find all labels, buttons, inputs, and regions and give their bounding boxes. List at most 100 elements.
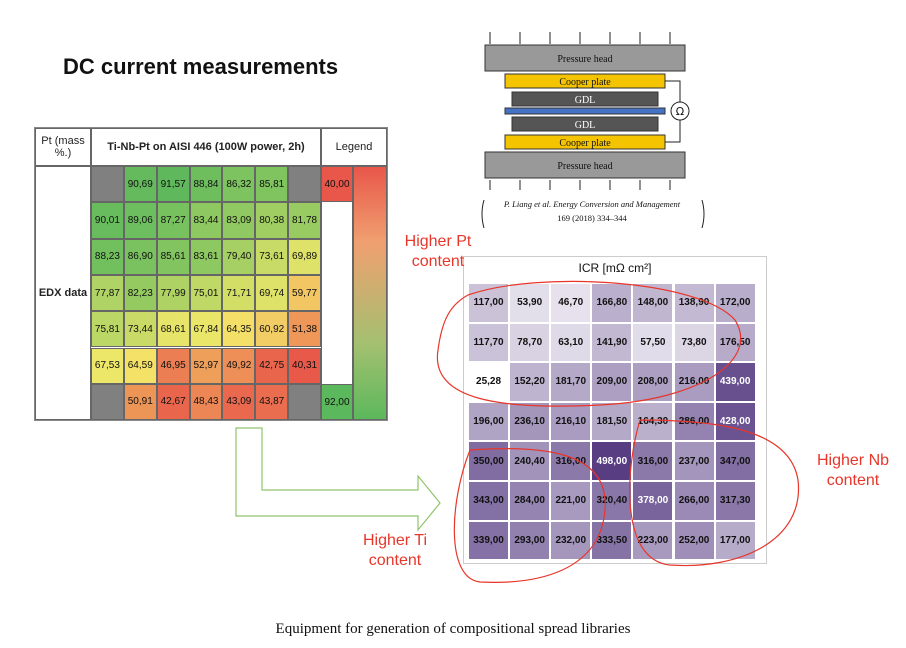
edx-cell: 83,61 [189, 238, 223, 275]
page-title: DC current measurements [63, 54, 339, 79]
green-outline-arrow [235, 427, 441, 532]
icr-cell: 53,90 [509, 283, 551, 323]
icr-cell: 333,50 [591, 520, 633, 561]
bottom-gdl-label: GDL [575, 120, 596, 131]
edx-cell: 69,89 [288, 238, 321, 275]
icr-cell: 240,40 [509, 441, 551, 481]
row-label-edx: EDX data [35, 166, 91, 420]
edx-cell: 42,75 [255, 347, 289, 384]
edx-composition-table: Pt (mass %.) Ti-Nb-Pt on AISI 446 (100W … [34, 127, 388, 421]
bottom-pressure-arrows [489, 180, 671, 190]
edx-cell: 89,06 [123, 202, 157, 239]
legend-gradient [353, 166, 387, 420]
citation-line-1: P. Liang et al. Energy Conversion and Ma… [503, 199, 681, 209]
top-pressure-head [484, 44, 686, 72]
higher-ti-line-2: content [368, 552, 422, 569]
icr-cell: 166,80 [591, 283, 633, 323]
edx-cell [288, 383, 321, 421]
edx-cell: 83,09 [222, 202, 256, 239]
icr-cell: 498,00 [591, 441, 633, 481]
edx-cell: 51,38 [288, 311, 321, 348]
bottom-gdl [511, 116, 659, 132]
bottom-pressure-head [484, 151, 686, 179]
citation-bracket-right [701, 199, 705, 229]
edx-cell: 64,59 [123, 347, 157, 384]
edx-cell: 73,61 [255, 238, 289, 275]
edx-cell: 48,43 [189, 383, 223, 421]
higher-pt-line-1: Higher Pt [404, 233, 472, 250]
edx-cell: 75,01 [189, 274, 223, 312]
icr-cell: 117,70 [468, 322, 510, 363]
edx-cell: 69,74 [255, 274, 289, 312]
edx-cell: 91,57 [156, 166, 190, 203]
edx-cell: 82,23 [123, 274, 157, 312]
edx-cell: 86,32 [222, 166, 256, 203]
top-copper-plate-label: Cooper plate [559, 77, 611, 88]
icr-cell: 320,40 [591, 481, 633, 521]
icr-cell: 347,00 [714, 441, 756, 481]
citation-line-2: 169 (2018) 334–344 [557, 213, 627, 223]
header-pt: Pt (mass %.) [35, 128, 91, 166]
icr-cell: 172,00 [714, 283, 756, 323]
citation-bracket-left [481, 199, 485, 229]
edx-cell: 67,84 [189, 311, 223, 348]
higher-nb-region-outline [629, 419, 800, 567]
edx-cell: 64,35 [222, 311, 256, 348]
icr-cell: 316,00 [632, 441, 674, 481]
icr-cell: 236,10 [509, 401, 551, 442]
edx-cell: 83,44 [189, 202, 223, 239]
edx-cell: 42,67 [156, 383, 190, 421]
edx-cell: 46,95 [156, 347, 190, 384]
edx-cell: 77,99 [156, 274, 190, 312]
legend-low-value: 40,00 [321, 166, 353, 202]
icr-cell: 350,00 [468, 441, 510, 481]
icr-cell: 343,00 [468, 481, 510, 521]
icr-cell: 339,00 [468, 520, 510, 561]
sample-plate [504, 107, 666, 115]
icr-cell: 317,30 [714, 481, 756, 521]
legend-high-value: 92,00 [321, 384, 353, 420]
icr-cell: 237,00 [673, 441, 715, 481]
edx-cell: 52,97 [189, 347, 223, 384]
edx-cell: 85,61 [156, 238, 190, 275]
higher-nb-line-2: content [826, 472, 880, 489]
edx-cell: 43,09 [222, 383, 256, 421]
bottom-pressure-head-label: Pressure head [557, 161, 612, 172]
edx-cell [91, 166, 124, 203]
icr-cell: 223,00 [632, 520, 674, 561]
icr-cell: 232,00 [550, 520, 592, 561]
edx-cell: 79,40 [222, 238, 256, 275]
icr-cell: 63,10 [550, 322, 592, 363]
icr-cell: 439,00 [714, 362, 756, 402]
edx-cell: 85,81 [255, 166, 289, 203]
edx-cell: 59,77 [288, 274, 321, 312]
higher-ti-region-outline [453, 447, 606, 583]
icr-cell: 196,00 [468, 401, 510, 442]
icr-cell: 216,00 [673, 362, 715, 402]
icr-title: ICR [mΩ cm²] [578, 261, 652, 275]
icr-cell: 181,70 [550, 362, 592, 402]
icr-cell: 152,20 [509, 362, 551, 402]
edx-cell: 75,81 [91, 311, 124, 348]
edx-cell: 43,87 [255, 383, 289, 421]
edx-cell: 73,44 [123, 311, 157, 348]
icr-cell: 141,90 [591, 322, 633, 363]
icr-cell: 209,00 [591, 362, 633, 402]
top-pressure-head-label: Pressure head [557, 54, 612, 65]
icr-cell: 221,00 [550, 481, 592, 521]
edx-cell: 86,90 [123, 238, 157, 275]
higher-ti-label: Higher Ti content [345, 531, 445, 571]
header-legend: Legend [321, 128, 387, 166]
higher-pt-region-outline [436, 280, 742, 407]
top-gdl [511, 91, 659, 107]
top-gdl-label: GDL [575, 95, 596, 106]
edx-cell: 40,31 [288, 347, 321, 384]
edx-cell: 71,71 [222, 274, 256, 312]
icr-cell: 148,00 [632, 283, 674, 323]
higher-nb-label: Higher Nb content [803, 451, 903, 491]
icr-cell: 25,28 [468, 362, 510, 402]
icr-cell: 428,00 [714, 401, 756, 442]
icr-cell: 57,50 [632, 322, 674, 363]
icr-cell: 73,80 [673, 322, 715, 363]
